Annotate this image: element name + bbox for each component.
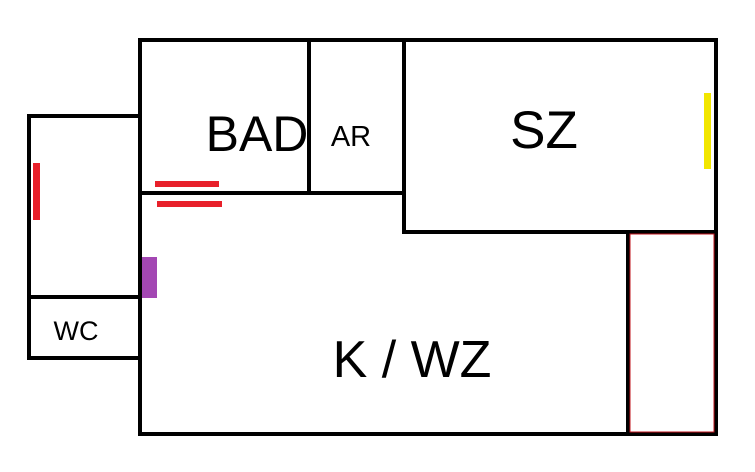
left-annex-wall	[27, 114, 142, 360]
room-label-sz: SZ	[510, 101, 578, 160]
room-label-ar: AR	[331, 121, 371, 153]
red-door-marker-top	[155, 181, 219, 187]
yellow-window-marker	[704, 93, 711, 169]
walls	[27, 38, 718, 436]
purple-door-marker	[142, 257, 157, 298]
room-label-kwz: K / WZ	[333, 331, 492, 389]
red-window-marker	[33, 163, 40, 220]
red-door-marker-bottom	[157, 201, 222, 207]
main-outline-wall	[138, 38, 718, 436]
balcony-outline	[629, 233, 715, 433]
room-label-wc: WC	[54, 316, 99, 346]
room-label-bad: BAD	[206, 106, 309, 162]
